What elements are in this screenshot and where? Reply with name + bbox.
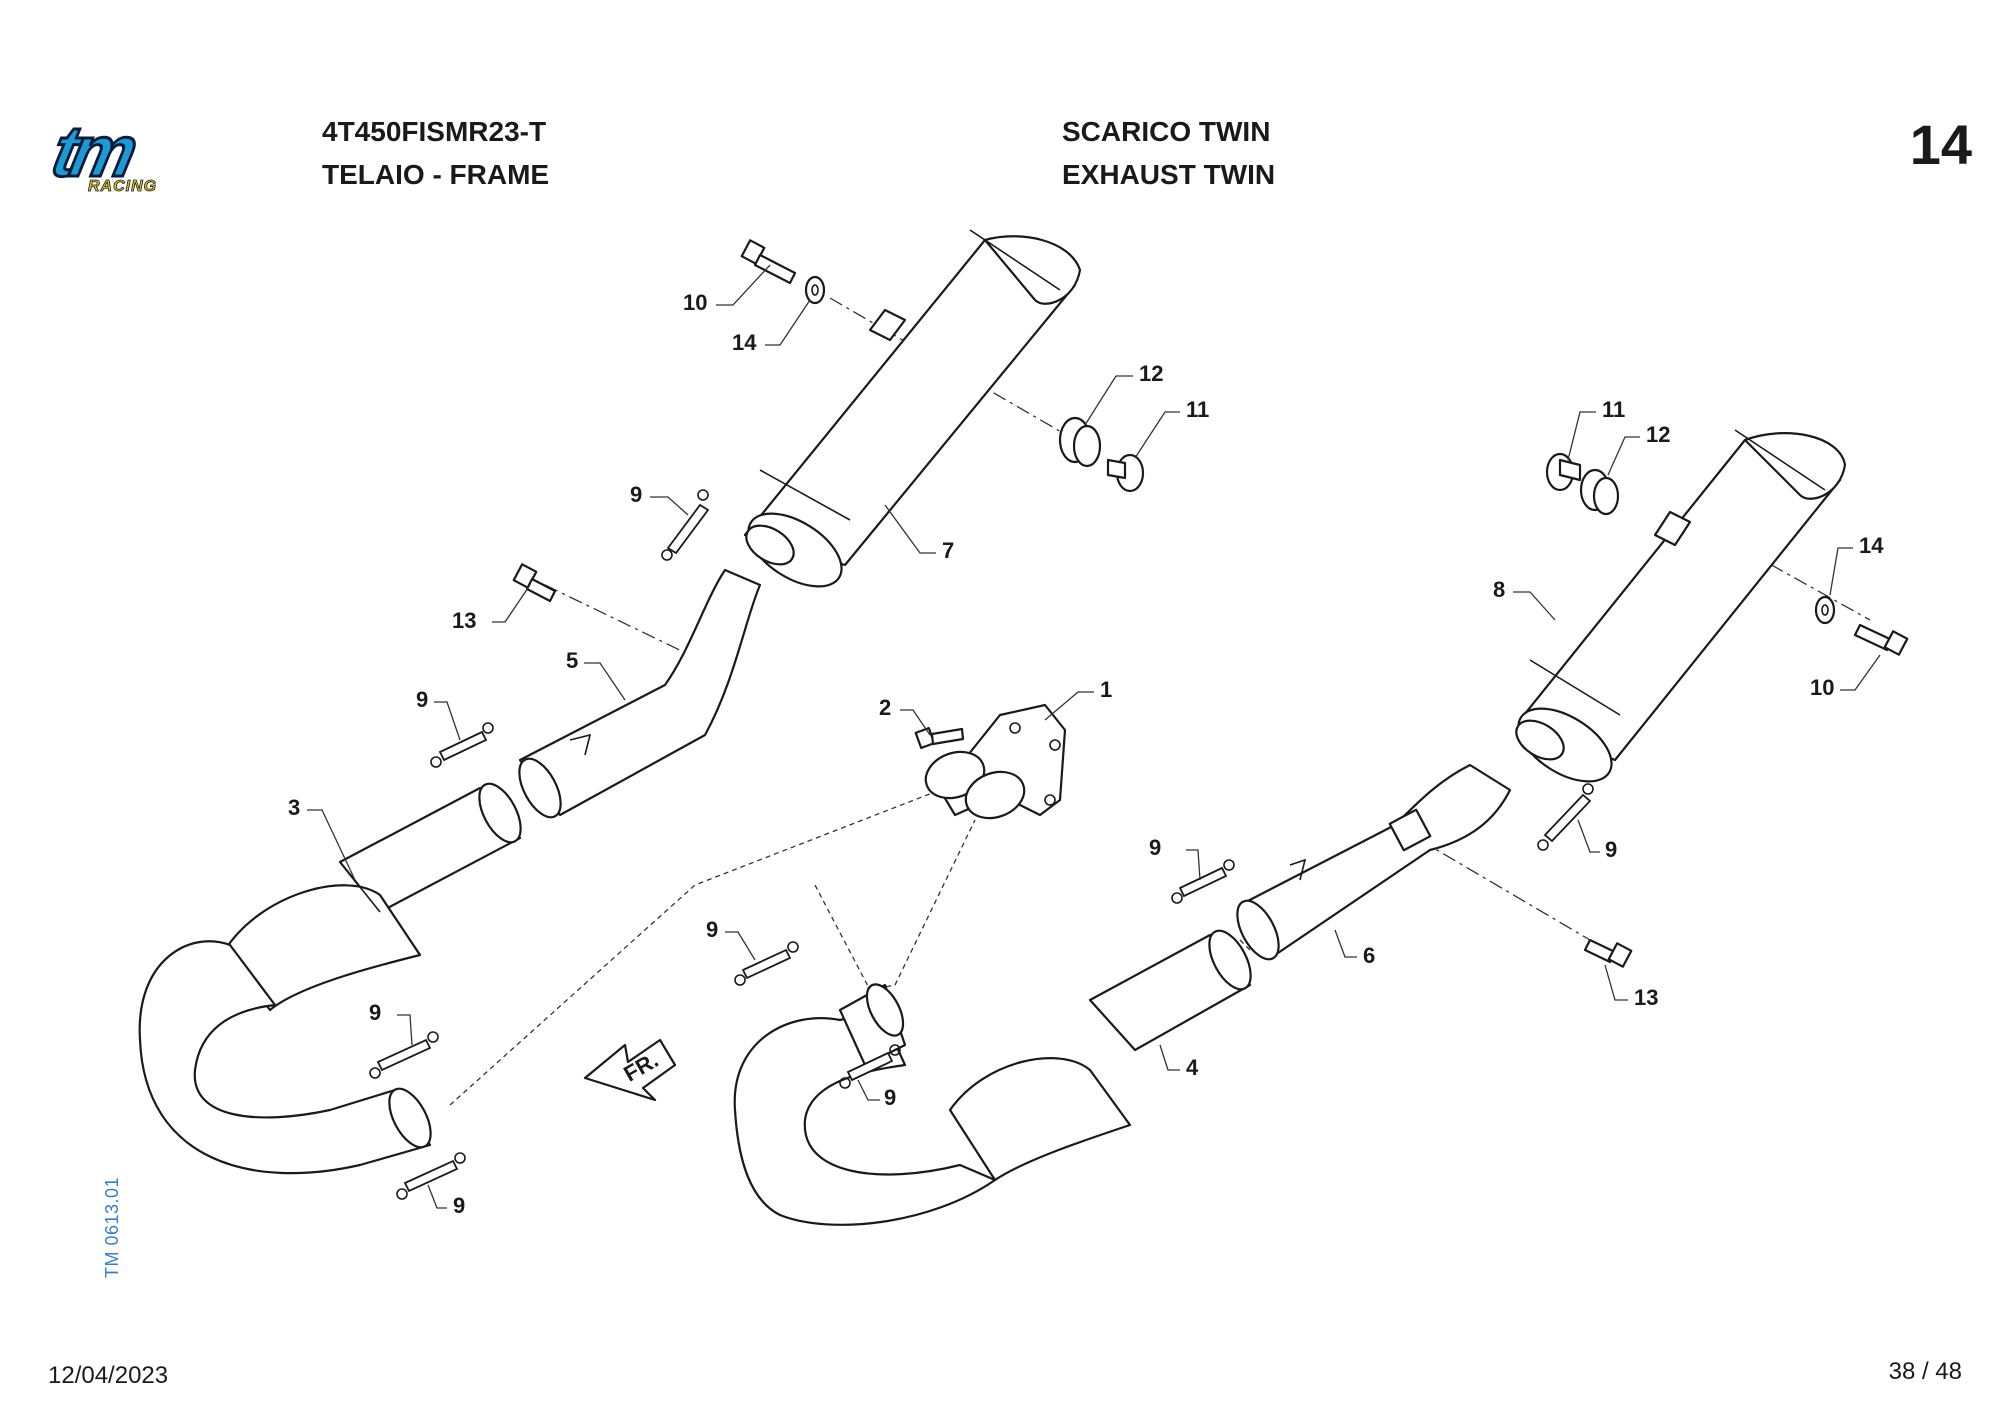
- bolt-2: [914, 726, 965, 750]
- callout-9-f: 9: [884, 1085, 896, 1110]
- callout-10-right: 10: [1810, 675, 1834, 700]
- callout-9-a: 9: [630, 482, 642, 507]
- callout-12-left: 12: [1139, 361, 1163, 386]
- callout-9-c: 9: [706, 917, 718, 942]
- callout-9-g: 9: [1149, 835, 1161, 860]
- dashed-line-header-right: [814, 819, 976, 991]
- bushing-11-left: [1106, 453, 1145, 493]
- header-pipe-left: [138, 782, 522, 1175]
- muffler-left: [743, 229, 1082, 588]
- bolt-13-left: [512, 563, 557, 603]
- callout-12-right: 12: [1646, 422, 1670, 447]
- callout-11-right: 11: [1602, 397, 1625, 422]
- spring-9-a: [661, 489, 710, 561]
- callout-4: 4: [1186, 1055, 1199, 1080]
- bolt-10-left: [740, 239, 797, 285]
- spring-9-h: [1537, 783, 1594, 851]
- callout-5: 5: [566, 648, 578, 673]
- callout-9-b: 9: [416, 687, 428, 712]
- tm-racing-logo: tm RACING: [44, 111, 220, 202]
- callout-9-e: 9: [453, 1193, 465, 1218]
- axis-line-right-bolt: [1419, 839, 1591, 941]
- callout-3: 3: [288, 795, 300, 820]
- callout-8: 8: [1493, 577, 1505, 602]
- model-code: 4T450FISMR23-T: [322, 116, 547, 147]
- exhaust-manifold-flange: [924, 703, 1067, 820]
- mid-pipe-right: [1236, 763, 1512, 961]
- grommet-12-right: [1579, 468, 1620, 516]
- front-direction-arrow: FR.: [583, 1038, 677, 1102]
- callout-2: 2: [879, 695, 891, 720]
- page-title-italian: SCARICO TWIN: [1062, 116, 1271, 147]
- callout-13-left: 13: [452, 608, 476, 633]
- mid-pipe-left: [518, 568, 762, 819]
- callout-14-right: 14: [1859, 533, 1884, 558]
- washer-14-left: [804, 275, 826, 305]
- header-pipe-right: [733, 929, 1252, 1226]
- callout-9-h: 9: [1605, 837, 1617, 862]
- print-date: 12/04/2023: [48, 1362, 169, 1389]
- bolt-10-right: [1853, 623, 1909, 656]
- callout-10-left: 10: [683, 290, 707, 315]
- spring-9-f: [839, 1044, 901, 1089]
- bolt-13-right: [1583, 938, 1633, 968]
- table-number: 14: [1909, 113, 1972, 176]
- axis-line-left-bolt: [544, 584, 691, 656]
- spring-9-c: [369, 1031, 439, 1079]
- spring-9-b: [430, 722, 494, 768]
- callout-11-left: 11: [1186, 397, 1209, 422]
- callout-14-left: 14: [732, 330, 757, 355]
- dashed-joint-b: [1239, 939, 1251, 951]
- callout-1: 1: [1100, 677, 1112, 702]
- page-title-english: EXHAUST TWIN: [1062, 159, 1276, 190]
- callout-6: 6: [1363, 943, 1375, 968]
- logo-subtext: RACING: [88, 178, 158, 196]
- spring-9-g: [1171, 859, 1235, 904]
- bushing-11-right: [1545, 452, 1582, 492]
- muffler-right: [1515, 429, 1847, 783]
- section-title: TELAIO - FRAME: [322, 159, 550, 190]
- drawing-code: TM 0613.01: [102, 1176, 122, 1278]
- dashed-line-header-left: [449, 789, 941, 1106]
- callout-9-d: 9: [369, 1000, 381, 1025]
- spring-9-d: [396, 1152, 466, 1200]
- washer-14-right: [1814, 595, 1836, 625]
- callout-7: 7: [942, 538, 954, 563]
- leader-lines: [307, 264, 1881, 1209]
- page-counter: 38 / 48: [1888, 1358, 1962, 1385]
- callout-13-right: 13: [1634, 985, 1658, 1010]
- grommet-12-left: [1058, 416, 1102, 468]
- spring-9-e: [734, 941, 799, 986]
